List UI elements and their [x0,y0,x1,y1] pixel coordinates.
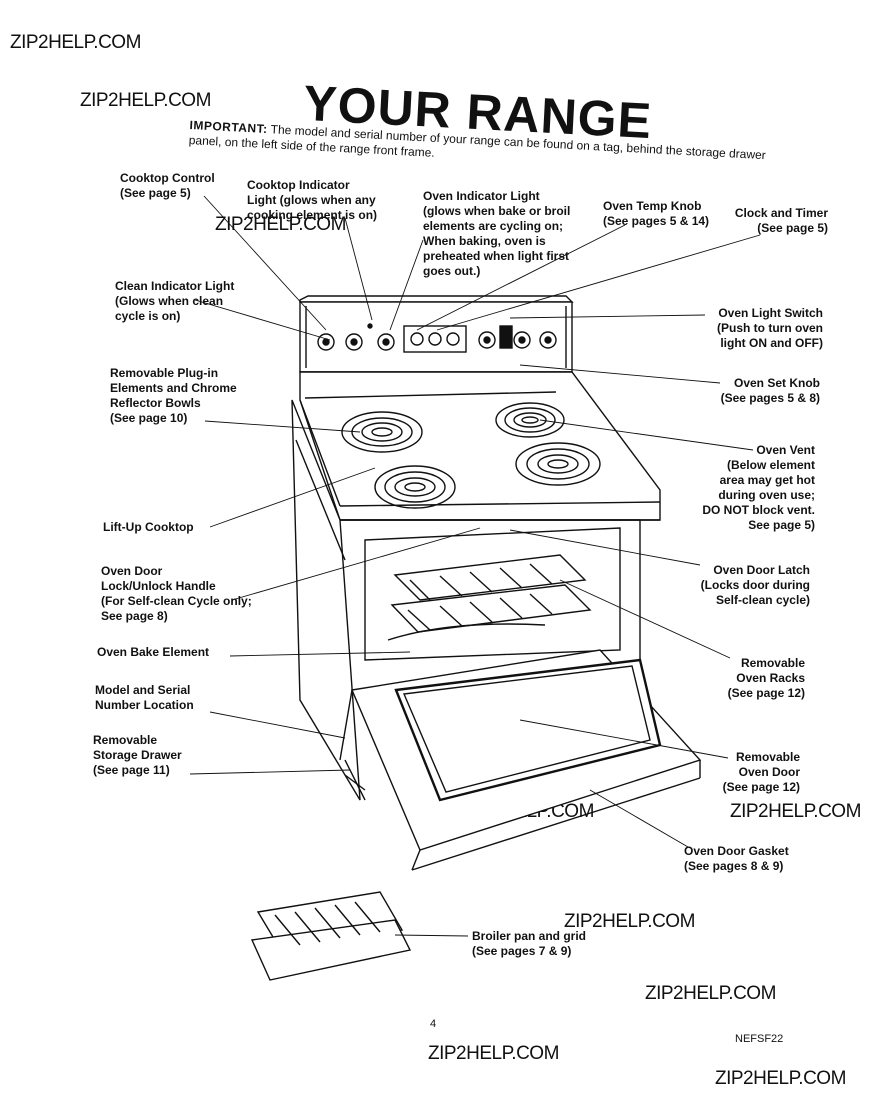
oven-door [339,649,702,871]
label-clock-timer: Clock and Timer (See page 5) [734,206,828,235]
watermark: ZIP2HELP.COM [715,1068,846,1089]
document-code: NEFSF22 [735,1033,784,1045]
oven-racks [387,554,592,641]
label-oven-light-switch: Oven Light Switch (Push to turn oven lig… [717,306,823,350]
control-panel [299,295,574,373]
label-model-serial: Model and Serial Number Location [95,683,194,712]
broiler-pan [250,891,412,981]
label-oven-indicator: Oven Indicator Light (glows when bake or… [423,189,571,278]
label-storage-drawer: Removable Storage Drawer (See page 11) [93,733,182,777]
watermark: ZIP2HELP.COM [80,90,211,111]
label-cooktop-indicator: Cooktop Indicator Light (glows when any … [247,178,378,222]
control-knobs [317,323,557,351]
label-door-gasket: Oven Door Gasket (See pages 8 & 9) [684,844,789,873]
label-oven-temp-knob: Oven Temp Knob (See pages 5 & 14) [603,199,710,228]
callout-lines [189,195,761,937]
watermark: ZIP2HELP.COM [428,1043,559,1064]
label-cooktop-control: Cooktop Control (See page 5) [120,171,215,200]
watermark: ZIP2HELP.COM [564,911,695,932]
label-oven-bake-element: Oven Bake Element [97,645,210,659]
surface-elements [341,402,601,509]
label-broiler-pan: Broiler pan and grid (See pages 7 & 9) [472,929,587,958]
label-oven-vent: Oven Vent (Below element area may get ho… [702,443,815,532]
watermark: ZIP2HELP.COM [730,801,861,822]
watermark: ZIP2HELP.COM [215,214,346,235]
label-oven-door: Removable Oven Door (See page 12) [722,750,800,794]
watermark: ZIP2HELP.COM [10,32,141,53]
label-plug-in-elements: Removable Plug-in Elements and Chrome Re… [110,366,237,425]
storage-drawer [344,759,366,801]
page-number: 4 [430,1018,437,1030]
label-clean-indicator: Clean Indicator Light (Glows when clean … [115,279,235,323]
watermark: ZIP2HELP.COM [645,983,776,1004]
label-oven-door-latch: Oven Door Latch (Locks door during Self-… [700,563,810,607]
label-oven-set-knob: Oven Set Knob (See pages 5 & 8) [720,376,820,405]
label-oven-racks: Removable Oven Racks (See page 12) [727,656,805,700]
label-oven-door-lock: Oven Door Lock/Unlock Handle (For Self-c… [101,564,252,623]
label-lift-up-cooktop: Lift-Up Cooktop [103,520,194,534]
